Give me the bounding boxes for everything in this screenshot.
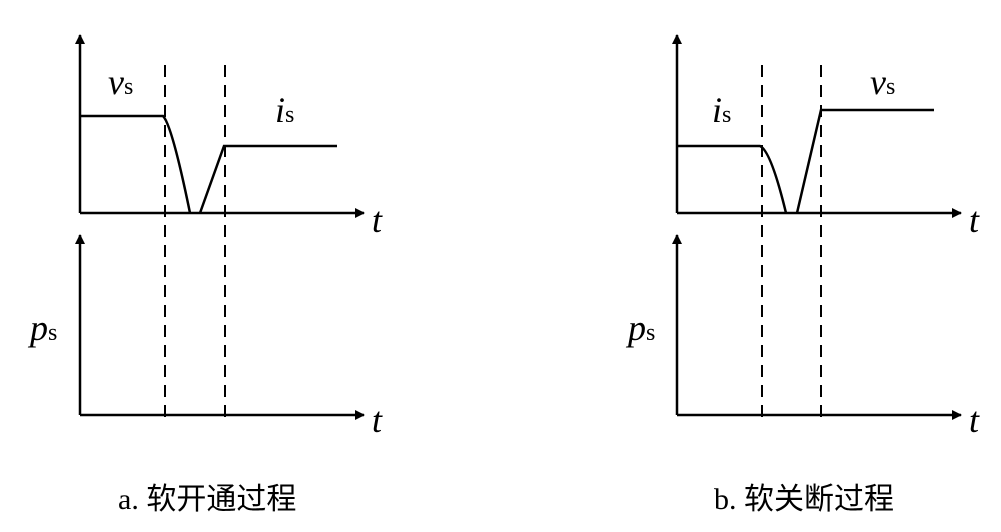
panel-b: is vs t ps t b. 软关断过程 <box>625 34 980 516</box>
panel-b-label-is: is <box>712 90 731 130</box>
panel-a-label-vs: vs <box>108 62 133 102</box>
panel-a-label-ps: ps <box>27 308 57 348</box>
panel-b-label-ps: ps <box>625 308 655 348</box>
panel-a-is-waveform <box>198 144 337 214</box>
panel-b-is-waveform <box>677 144 788 214</box>
panel-a-caption: a. 软开通过程 <box>118 483 296 516</box>
panel-a-vs-waveform <box>80 114 192 214</box>
panel-b-caption: b. 软关断过程 <box>714 483 894 516</box>
panel-a-lower-t-label: t <box>372 400 383 440</box>
panel-b-label-vs: vs <box>870 62 895 102</box>
panel-b-upper-t-label: t <box>969 200 980 240</box>
panel-a: vs is t ps t a. 软开通过程 <box>27 34 383 516</box>
panel-b-vs-waveform <box>795 108 934 214</box>
panel-a-upper-t-label: t <box>372 200 383 240</box>
panel-a-label-is: is <box>275 90 294 130</box>
panel-b-lower-t-label: t <box>969 400 980 440</box>
